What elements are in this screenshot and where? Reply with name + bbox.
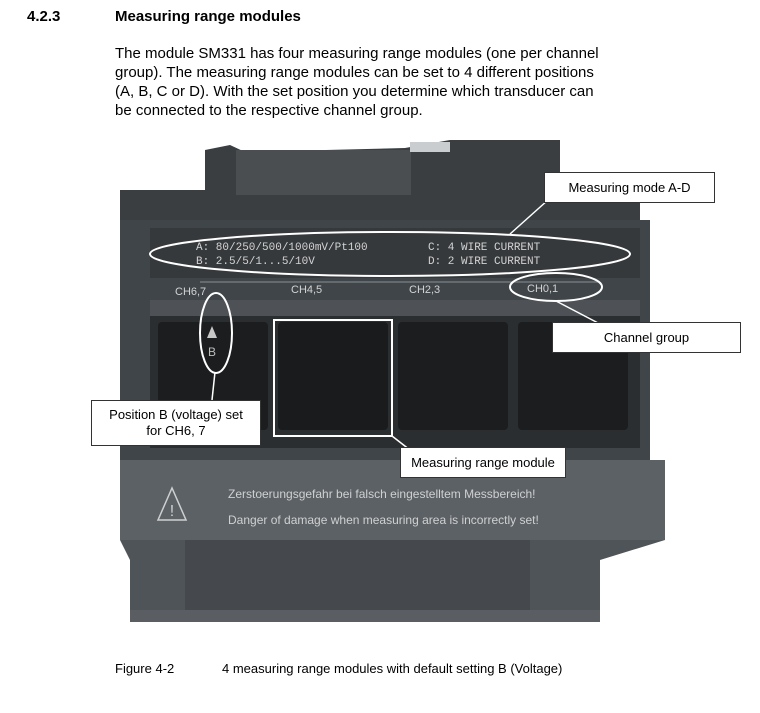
callout-position-b: Position B (voltage) set for CH6, 7 (91, 400, 261, 446)
label-line-c: C: 4 WIRE CURRENT (428, 242, 541, 254)
tray-lip (150, 300, 640, 316)
warning-triangle-icon (156, 486, 188, 521)
intro-line: be connected to the respective channel g… (115, 102, 423, 119)
bottom-foot (185, 540, 530, 610)
channel-label-ch01: CH0,1 (527, 283, 558, 295)
channel-label-ch67: CH6,7 (175, 286, 206, 298)
intro-line: The module SM331 has four measuring rang… (115, 45, 599, 62)
callout-measuring-range-module: Measuring range module (400, 447, 566, 478)
callout-measuring-mode: Measuring mode A-D (544, 172, 715, 203)
leader-position (211, 371, 216, 401)
section-number: 4.2.3 (27, 8, 61, 25)
warning-german: Zerstoerungsgefahr bei falsch eingestell… (228, 487, 536, 501)
label-line-a: A: 80/250/500/1000mV/Pt100 (196, 242, 368, 254)
figure-caption: 4 measuring range modules with default s… (222, 661, 563, 676)
intro-line: (A, B, C or D). With the set position yo… (115, 83, 594, 100)
leader-channel (555, 300, 601, 325)
bottom-rail (130, 610, 600, 622)
position-b-highlight (199, 292, 233, 374)
callout-channel-group: Channel group (552, 322, 741, 353)
housing-tab-highlight (236, 150, 411, 195)
warning-exclamation-icon: ! (170, 503, 174, 520)
leader-mode (509, 199, 549, 235)
module-highlight (273, 319, 393, 437)
callout-measuring-mode-text: Measuring mode A-D (568, 179, 691, 195)
callout-position-b-line2: for CH6, 7 (146, 423, 206, 438)
intro-line: group). The measuring range modules can … (115, 64, 594, 81)
warning-panel (120, 460, 665, 540)
measuring-mode-highlight (149, 231, 631, 277)
callout-position-b-line1: Position B (voltage) set (109, 407, 243, 422)
intro-paragraph: The module SM331 has four measuring rang… (115, 44, 685, 120)
position-arrow-icon (207, 326, 217, 338)
range-module-ch45 (278, 322, 388, 430)
channel-label-ch23: CH2,3 (409, 284, 440, 296)
figure-number: Figure 4-2 (115, 661, 175, 676)
callout-channel-group-text: Channel group (603, 329, 690, 345)
range-module-ch23 (398, 322, 508, 430)
channel-label-ch45: CH4,5 (291, 284, 322, 296)
label-line-d: D: 2 WIRE CURRENT (428, 256, 541, 268)
callout-module-text: Measuring range module (411, 454, 555, 470)
section-title: Measuring range modules (115, 8, 301, 25)
position-letter: B (208, 345, 216, 359)
warning-english: Danger of damage when measuring area is … (228, 513, 539, 527)
label-line-b: B: 2.5/5/1...5/10V (196, 256, 315, 268)
housing-tab-bright (410, 142, 450, 152)
